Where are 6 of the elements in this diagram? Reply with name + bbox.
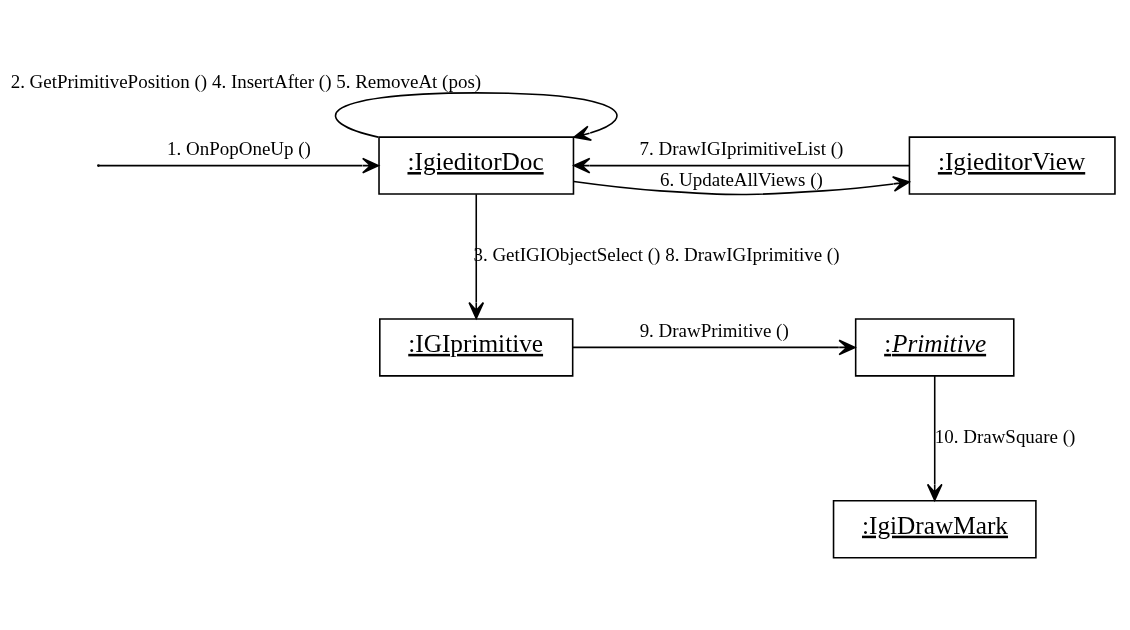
edge-label: 6. UpdateAllViews () [660,168,823,190]
edge-label: 9. DrawPrimitive () [639,320,789,342]
edge-label: 7. DrawIGIprimitiveList () [639,138,844,160]
edge-label: 2. GetPrimitivePosition () 4. InsertAfter () 5. RemoveAt (pos) [10,70,482,92]
edge-label: 1. OnPopOneUp () [167,138,311,160]
edge-label: 10. DrawSquare () [934,426,1076,448]
